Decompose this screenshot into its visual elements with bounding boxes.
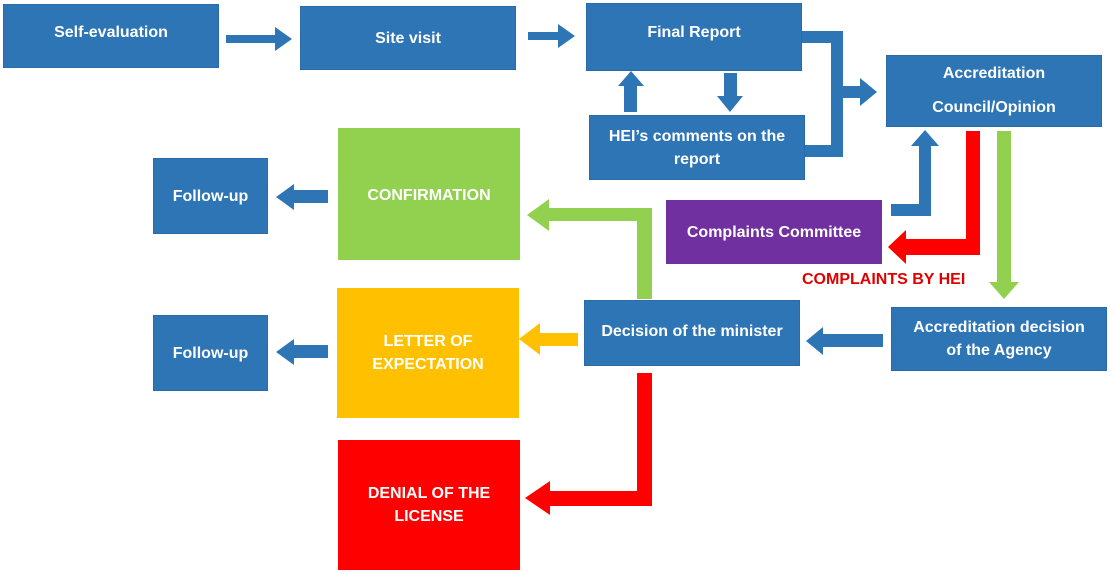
node-accreditation-decision: Accreditation decision of the Agency (891, 307, 1107, 371)
arrow-confirmation-to-follow-up (276, 184, 328, 210)
arrow-minister-to-letter (519, 323, 578, 355)
node-follow-up-1-label: Follow-up (172, 187, 249, 205)
node-follow-up-1: Follow-up (153, 158, 268, 234)
arrow-council-to-complaints-committee (888, 131, 980, 264)
node-complaints-committee: Complaints Committee (666, 200, 882, 264)
node-denial-of-license: DENIAL OF THE LICENSE (338, 440, 520, 570)
node-confirmation-label: CONFIRMATION (367, 187, 491, 204)
arrow-minister-to-denial (525, 373, 652, 515)
node-letter-of-expectation-label: LETTER OF EXPECTATION (372, 333, 484, 373)
arrow-report-to-accreditation-council (801, 31, 877, 157)
node-self-evaluation: Self-evaluation (3, 4, 219, 68)
node-self-evaluation-label: Self-evaluation (54, 24, 168, 41)
node-follow-up-2: Follow-up (153, 315, 268, 391)
arrow-final-report-to-hei-comments (717, 73, 743, 112)
node-final-report: Final Report (586, 3, 802, 71)
node-letter-of-expectation: LETTER OF EXPECTATION (337, 288, 519, 418)
node-site-visit: Site visit (300, 6, 516, 70)
node-decision-minister-label: Decision of the minister (601, 323, 783, 340)
node-accreditation-council-line2: Council/Opinion (932, 99, 1056, 116)
node-hei-comments: HEI’s comments on the report (589, 115, 805, 180)
arrow-complaints-to-accreditation-council (891, 130, 939, 216)
node-accreditation-council-line1: Accreditation (942, 65, 1046, 82)
node-confirmation: CONFIRMATION (338, 128, 520, 260)
node-decision-minister: Decision of the minister (584, 300, 800, 366)
arrow-agency-to-minister (806, 327, 883, 355)
arrow-minister-to-confirmation (527, 199, 652, 299)
arrow-self-eval-to-site-visit (226, 27, 292, 51)
node-site-visit-label: Site visit (375, 29, 441, 47)
node-denial-of-license-label: DENIAL OF THE LICENSE (367, 485, 491, 525)
arrow-site-visit-to-final-report (528, 24, 575, 48)
arrow-hei-comments-to-final-report (618, 71, 644, 112)
node-follow-up-2-label: Follow-up (172, 344, 249, 362)
arrow-council-to-accreditation-decision (989, 131, 1019, 299)
complaints-by-hei-annotation: COMPLAINTS BY HEI (802, 271, 966, 288)
node-final-report-label: Final Report (647, 24, 741, 41)
node-hei-comments-label: HEI’s comments on the report (608, 127, 786, 168)
node-complaints-committee-label: Complaints Committee (686, 223, 862, 241)
arrow-letter-to-follow-up (276, 339, 328, 365)
node-accreditation-council: Accreditation Council/Opinion (886, 55, 1102, 127)
node-accreditation-decision-label: Accreditation decision of the Agency (913, 319, 1085, 359)
